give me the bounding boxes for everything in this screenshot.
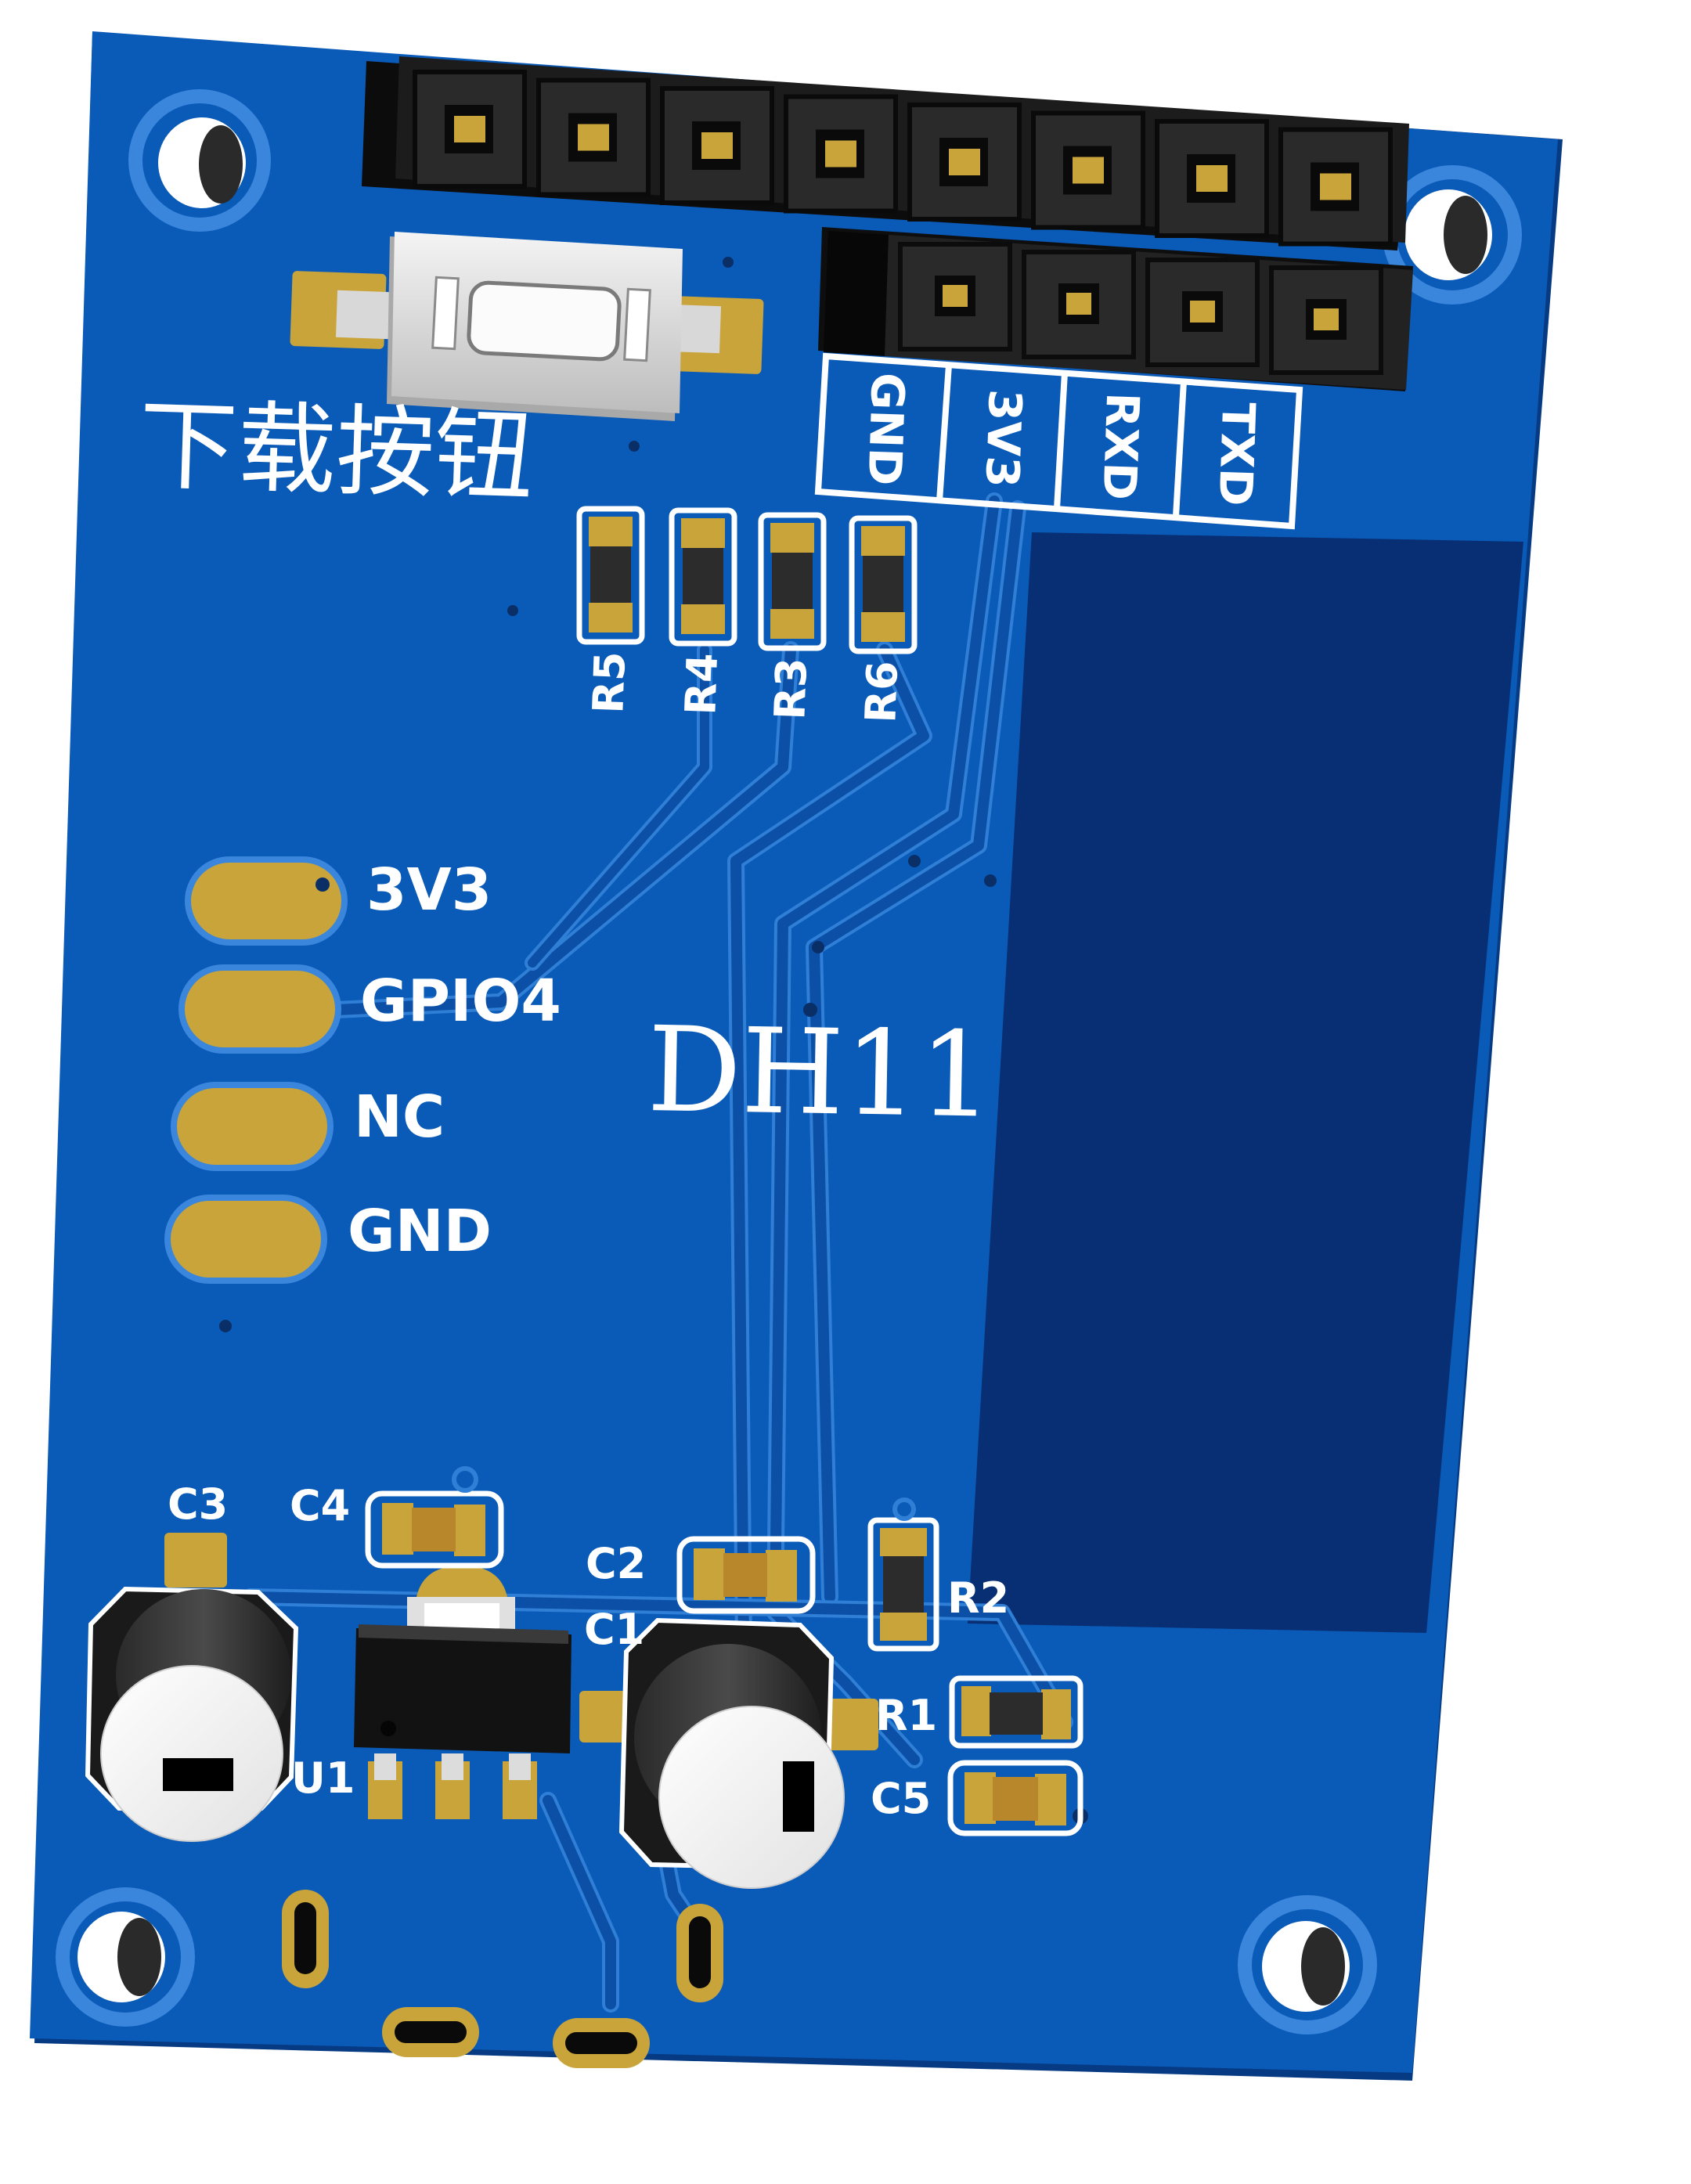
sensor-label: DH11 — [646, 1002, 994, 1144]
sensor-pin-label-gpio4: GPIO4 — [360, 968, 561, 1035]
uart-pin-label-txd: TXD — [1209, 402, 1266, 507]
resistor-r6 — [849, 515, 918, 654]
regulator-u1 — [354, 1566, 571, 1819]
uart-pin-label-gnd: GND — [857, 372, 914, 487]
header-slot — [784, 94, 898, 214]
label-c3: C3 — [168, 1479, 228, 1529]
sensor-pin-label-nc: NC — [354, 1083, 445, 1151]
uart-pin-labels: GND 3V3 RXD TXD — [857, 372, 1265, 507]
module-area — [968, 532, 1523, 1633]
label-c4: C4 — [290, 1481, 350, 1530]
sensor-pin-label-3v3: 3V3 — [366, 856, 492, 924]
resistor-r4 — [669, 507, 737, 647]
sensor-pad-gnd — [164, 1195, 327, 1284]
female-header-8pin — [362, 56, 1409, 250]
sensor-pad-nc — [171, 1082, 334, 1171]
label-c2: C2 — [586, 1539, 646, 1588]
resistor-r2 — [867, 1497, 939, 1652]
module-area-top — [1293, 517, 1527, 542]
capacitor-c1 — [579, 1617, 878, 1889]
label-r3: R3 — [765, 657, 817, 720]
resistor-row: R5 R4 R3 R6 — [576, 506, 918, 724]
uart-silk-box — [814, 352, 1303, 530]
label-r5: R5 — [583, 651, 635, 714]
sensor-pad-3v3 — [185, 856, 348, 946]
label-r6: R6 — [856, 660, 907, 723]
mounting-hole-bottom-right — [1238, 1895, 1377, 2034]
resistor-r3 — [758, 512, 827, 651]
capacitor-c3 — [85, 1533, 299, 1842]
uart-header-slot — [1022, 250, 1136, 359]
download-button[interactable] — [290, 232, 764, 421]
capacitor-c2 — [676, 1536, 816, 1614]
label-u1: U1 — [291, 1753, 355, 1803]
label-c1: C1 — [584, 1605, 644, 1654]
label-r1: R1 — [875, 1691, 937, 1740]
label-r2: R2 — [947, 1573, 1009, 1623]
resistor-r1 — [949, 1675, 1083, 1749]
mounting-hole-bottom-left — [56, 1887, 195, 2027]
download-button-label: 下载按钮 — [137, 387, 535, 515]
sensor-pin-label-gnd: GND — [348, 1198, 492, 1265]
label-r4: R4 — [676, 652, 727, 715]
capacitor-c5 — [947, 1760, 1083, 1836]
capacitor-c4 — [365, 1466, 504, 1569]
vias — [219, 257, 1088, 1824]
uart-header-4pin — [818, 227, 1413, 391]
uart-pin-label-rxd: RXD — [1093, 391, 1150, 501]
bottom-slot-pads — [282, 1890, 723, 2068]
label-c5: C5 — [871, 1774, 931, 1823]
resistor-r5 — [576, 506, 645, 645]
mounting-hole-top-left — [128, 89, 271, 232]
uart-pin-label-3v3: 3V3 — [975, 388, 1032, 488]
sensor-pad-gpio4 — [178, 964, 341, 1054]
